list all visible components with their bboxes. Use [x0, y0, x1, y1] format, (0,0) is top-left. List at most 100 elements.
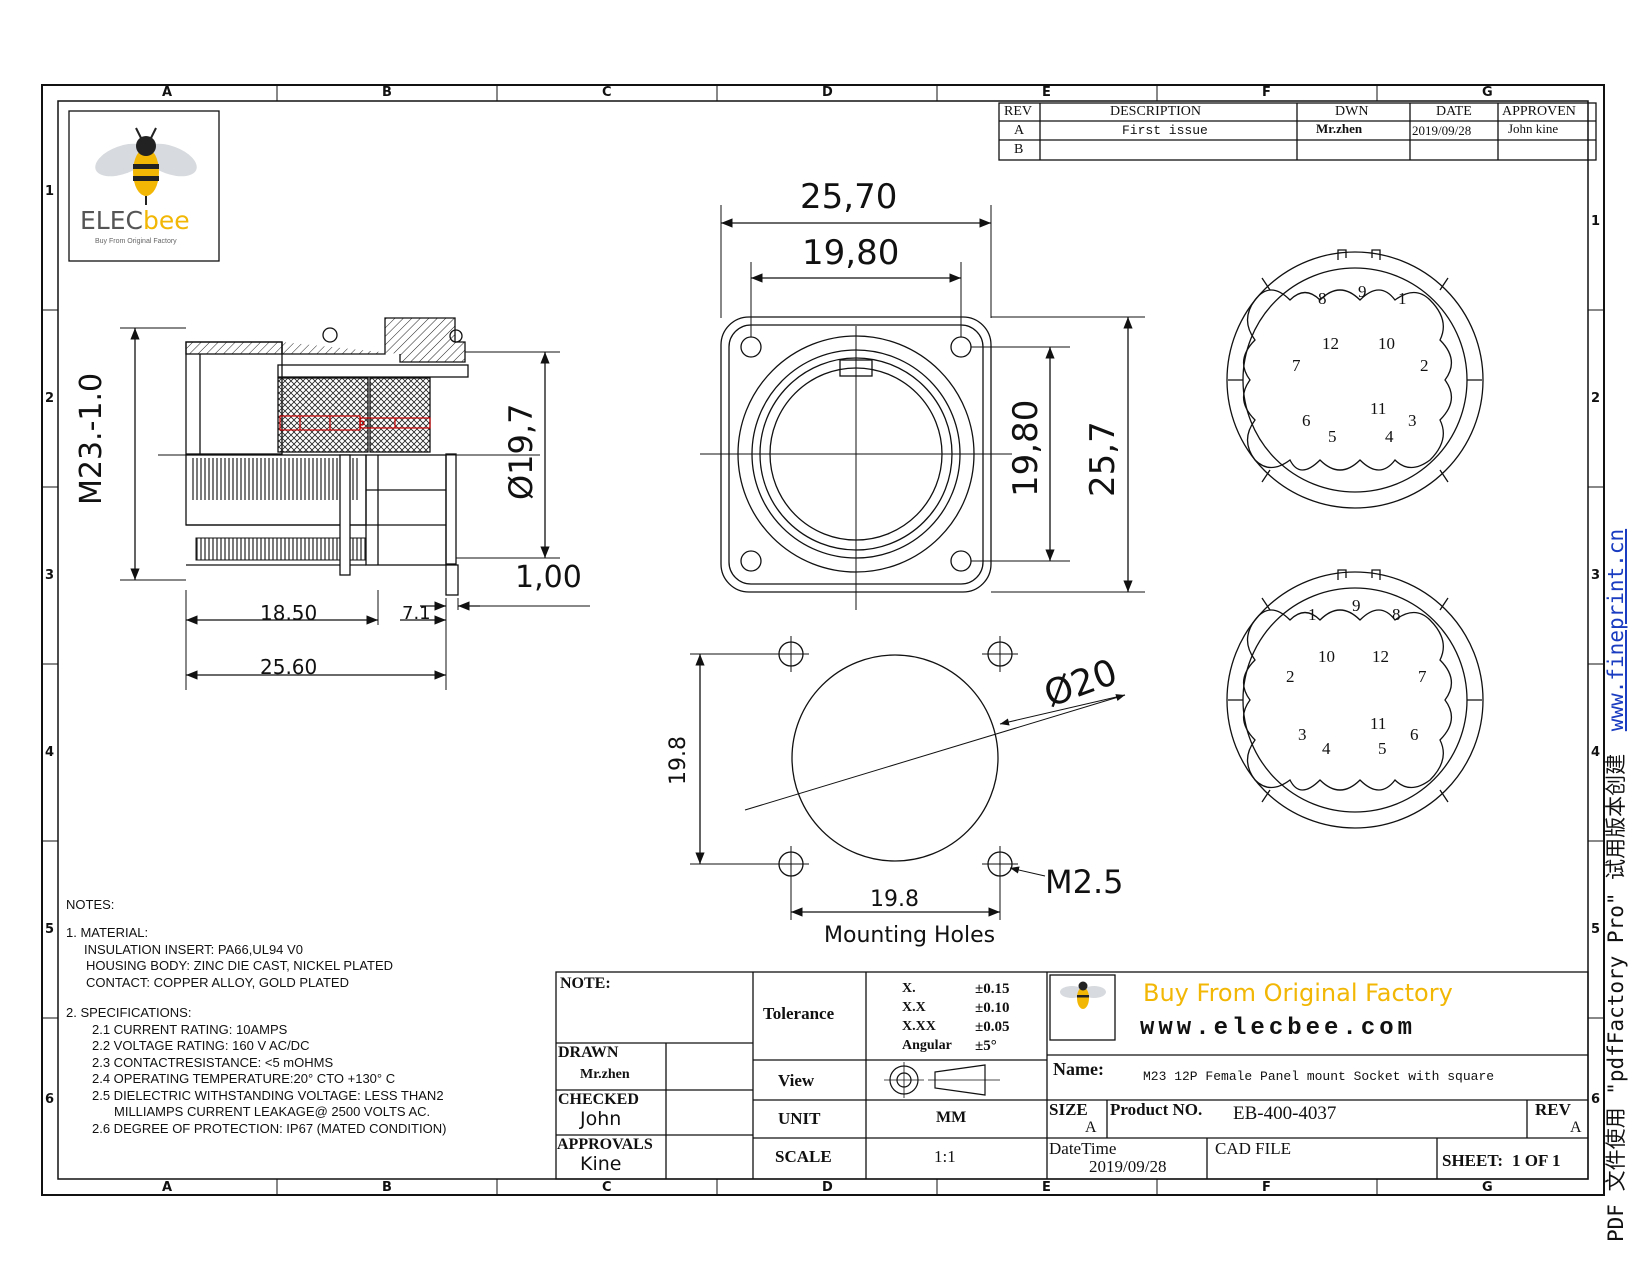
row-label-right-2: 2	[1591, 391, 1601, 406]
tb-tol-key-1: X.	[902, 981, 916, 996]
side-view	[120, 317, 590, 690]
note-line: 1. MATERIAL:	[66, 925, 149, 940]
col-label-bottom-e: E	[1042, 1180, 1051, 1195]
col-label-top-b: B	[382, 85, 392, 100]
pin-bottom-7: 7	[1418, 667, 1427, 686]
row-label-right-4: 4	[1591, 745, 1601, 760]
col-label-top-g: G	[1482, 85, 1493, 100]
rev-row-a-date: 2019/09/28	[1412, 123, 1472, 138]
rev-row-b-rev: B	[1014, 142, 1024, 157]
pinout-bottom-view	[1226, 569, 1484, 829]
col-label-bottom-g: G	[1482, 1180, 1493, 1195]
tb-name-value: M23 12P Female Panel mount Socket with s…	[1143, 1069, 1495, 1084]
rev-row-a-description: First issue	[1122, 123, 1208, 138]
rev-row-a-dwn: Mr.zhen	[1316, 121, 1363, 136]
col-label-top-e: E	[1042, 85, 1051, 100]
row-label-right-3: 3	[1591, 568, 1601, 583]
pin-bottom-12: 12	[1372, 647, 1389, 666]
rev-row-a-approven: John kine	[1508, 121, 1559, 136]
row-label-left-1: 1	[45, 184, 55, 199]
watermark-link[interactable]: www.fineprint.cn	[1604, 528, 1628, 732]
tb-sheet-value: 1 OF 1	[1512, 1151, 1561, 1170]
tb-datetime-value: 2019/09/28	[1089, 1157, 1167, 1176]
title-block-grid	[555, 971, 1589, 1180]
row-label-left-3: 3	[45, 568, 55, 583]
row-label-left-4: 4	[45, 745, 55, 760]
tb-unit-label: UNIT	[778, 1109, 821, 1128]
tb-product-value: EB-400-4037	[1233, 1103, 1337, 1124]
col-label-top-f: F	[1262, 85, 1271, 100]
tb-datetime-label: DateTime	[1049, 1139, 1117, 1158]
tb-name-label: Name:	[1053, 1059, 1104, 1079]
logo-tagline: Buy From Original Factory	[95, 238, 177, 245]
logo-wordmark: ELECbee	[80, 208, 190, 233]
tb-tol-val-2: ±0.10	[975, 1000, 1010, 1016]
pin-bottom-10: 10	[1318, 647, 1335, 666]
dim-hole-vertical: 19.8	[666, 736, 691, 785]
rev-header-dwn: DWN	[1335, 104, 1369, 119]
pin-top-9: 9	[1358, 282, 1367, 301]
dim-diameter-side: Ø19,7	[502, 403, 540, 500]
pin-top-7: 7	[1292, 356, 1301, 375]
dim-outer-height: 25,7	[1083, 421, 1123, 497]
note-line	[66, 991, 446, 1005]
tb-tol-val-4: ±5°	[975, 1038, 997, 1054]
pin-bottom-8: 8	[1392, 605, 1401, 624]
tb-tol-key-3: X.XX	[902, 1019, 936, 1034]
tb-approvals-label: APPROVALS	[557, 1136, 653, 1153]
tb-tol-key-2: X.X	[902, 1000, 926, 1015]
pin-top-1: 1	[1398, 289, 1407, 308]
dim-hole-horizontal: 19.8	[870, 887, 919, 912]
tb-tol-val-1: ±0.15	[975, 981, 1010, 997]
col-label-bottom-c: C	[602, 1180, 612, 1195]
pin-bottom-2: 2	[1286, 667, 1295, 686]
pdffactory-watermark: PDF 文件使用 "pdfFactory Pro" 试用版本创建 www.fin…	[1604, 528, 1628, 1242]
hole-tr	[982, 636, 1018, 672]
notes-title: NOTES:	[66, 897, 115, 912]
tb-checked-value: John	[580, 1108, 622, 1130]
row-label-left-2: 2	[45, 391, 55, 406]
dim-total-length: 25.60	[260, 655, 318, 679]
front-view	[700, 205, 1145, 610]
col-label-bottom-d: D	[822, 1180, 833, 1195]
projection-symbol-icon	[884, 1062, 1000, 1098]
col-label-bottom-a: A	[162, 1180, 173, 1195]
pin-top-4: 4	[1385, 427, 1394, 446]
logo-box	[68, 110, 220, 262]
pin-top-6: 6	[1302, 411, 1311, 430]
tb-website: www.elecbee.com	[1140, 1015, 1417, 1042]
pin-top-3: 3	[1408, 411, 1417, 430]
rev-header-rev: REV	[1004, 104, 1032, 119]
pin-bottom-4: 4	[1322, 739, 1331, 758]
note-line: MILLIAMPS CURRENT LEAKAGE@ 2500 VOLTS AC…	[114, 1104, 431, 1119]
tb-view-label: View	[778, 1071, 815, 1090]
rev-row-a-rev: A	[1014, 123, 1025, 138]
pin-bottom-9: 9	[1352, 596, 1361, 615]
tb-size-label: SIZE	[1049, 1100, 1088, 1119]
tb-checked-label: CHECKED	[558, 1091, 639, 1108]
logo-brand-main: ELEC	[80, 206, 143, 235]
pin-bottom-6: 6	[1410, 725, 1419, 744]
col-label-top-c: C	[602, 85, 612, 100]
tb-size-value: A	[1085, 1119, 1097, 1136]
tb-sheet-label: SHEET:	[1442, 1151, 1504, 1170]
pin-top-2: 2	[1420, 356, 1429, 375]
pin-bottom-3: 3	[1298, 725, 1307, 744]
col-label-top-d: D	[822, 85, 833, 100]
watermark-text: PDF 文件使用 "pdfFactory Pro" 试用版本创建	[1604, 753, 1628, 1242]
tb-tol-key-4: Angular	[902, 1038, 952, 1053]
tb-rev-label: REV	[1535, 1100, 1571, 1119]
note-line: 2.2 VOLTAGE RATING: 160 V AC/DC	[92, 1038, 310, 1053]
dim-screw-size: M2.5	[1045, 863, 1124, 901]
rev-header-approven: APPROVEN	[1502, 104, 1576, 119]
tb-scale-value: 1:1	[934, 1147, 956, 1166]
note-line: 2.3 CONTACTRESISTANCE: <5 mOHMS	[92, 1054, 334, 1070]
row-label-right-1: 1	[1591, 214, 1601, 229]
pin-bottom-5: 5	[1378, 739, 1387, 758]
tb-tol-val-3: ±0.05	[975, 1019, 1010, 1035]
dim-flange: 1,00	[515, 560, 582, 595]
pin-bottom-11: 11	[1370, 714, 1387, 733]
note-line: CONTACT: COPPER ALLOY, GOLD PLATED	[86, 974, 349, 990]
pinout-top-view	[1226, 249, 1484, 509]
